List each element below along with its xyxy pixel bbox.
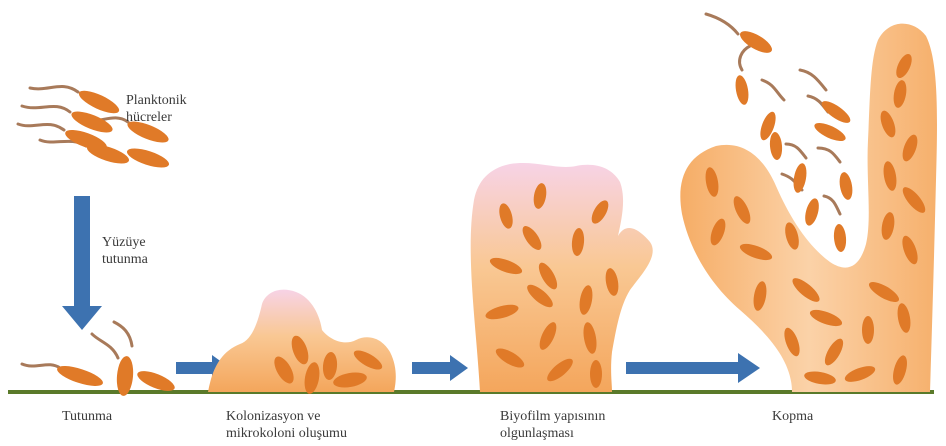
down-arrow bbox=[62, 196, 102, 330]
planktonic-label: Planktonik hücreler bbox=[126, 92, 187, 126]
surface-attachment-label-line2: tutunma bbox=[102, 251, 148, 268]
stage-attachment-label-line1: Tutunma bbox=[62, 408, 112, 425]
right-arrow-3 bbox=[626, 353, 760, 383]
stage-maturation-label-line2: olgunlaşması bbox=[500, 425, 605, 442]
stage-colonization-label-line1: Kolonizasyon ve bbox=[226, 408, 347, 425]
stage-detachment-label: Kopma bbox=[772, 408, 813, 425]
right-arrow-2 bbox=[412, 355, 468, 381]
planktonic-label-line2: hücreler bbox=[126, 109, 187, 126]
stage-colonization-label-line2: mikrokoloni oluşumu bbox=[226, 425, 347, 442]
microcolony bbox=[208, 290, 396, 395]
attached-cells bbox=[22, 322, 177, 397]
stage-maturation-label-line1: Biyofilm yapısının bbox=[500, 408, 605, 425]
stage-detachment-label-line1: Kopma bbox=[772, 408, 813, 425]
surface-attachment-label: Yüzüye tutunma bbox=[102, 234, 148, 268]
planktonic-label-line1: Planktonik bbox=[126, 92, 187, 109]
stage-attachment-label: Tutunma bbox=[62, 408, 112, 425]
stage-colonization-label: Kolonizasyon ve mikrokoloni oluşumu bbox=[226, 408, 347, 442]
stage-maturation-label: Biyofilm yapısının olgunlaşması bbox=[500, 408, 605, 442]
surface-attachment-label-line1: Yüzüye bbox=[102, 234, 148, 251]
mature-biofilm bbox=[471, 163, 653, 392]
